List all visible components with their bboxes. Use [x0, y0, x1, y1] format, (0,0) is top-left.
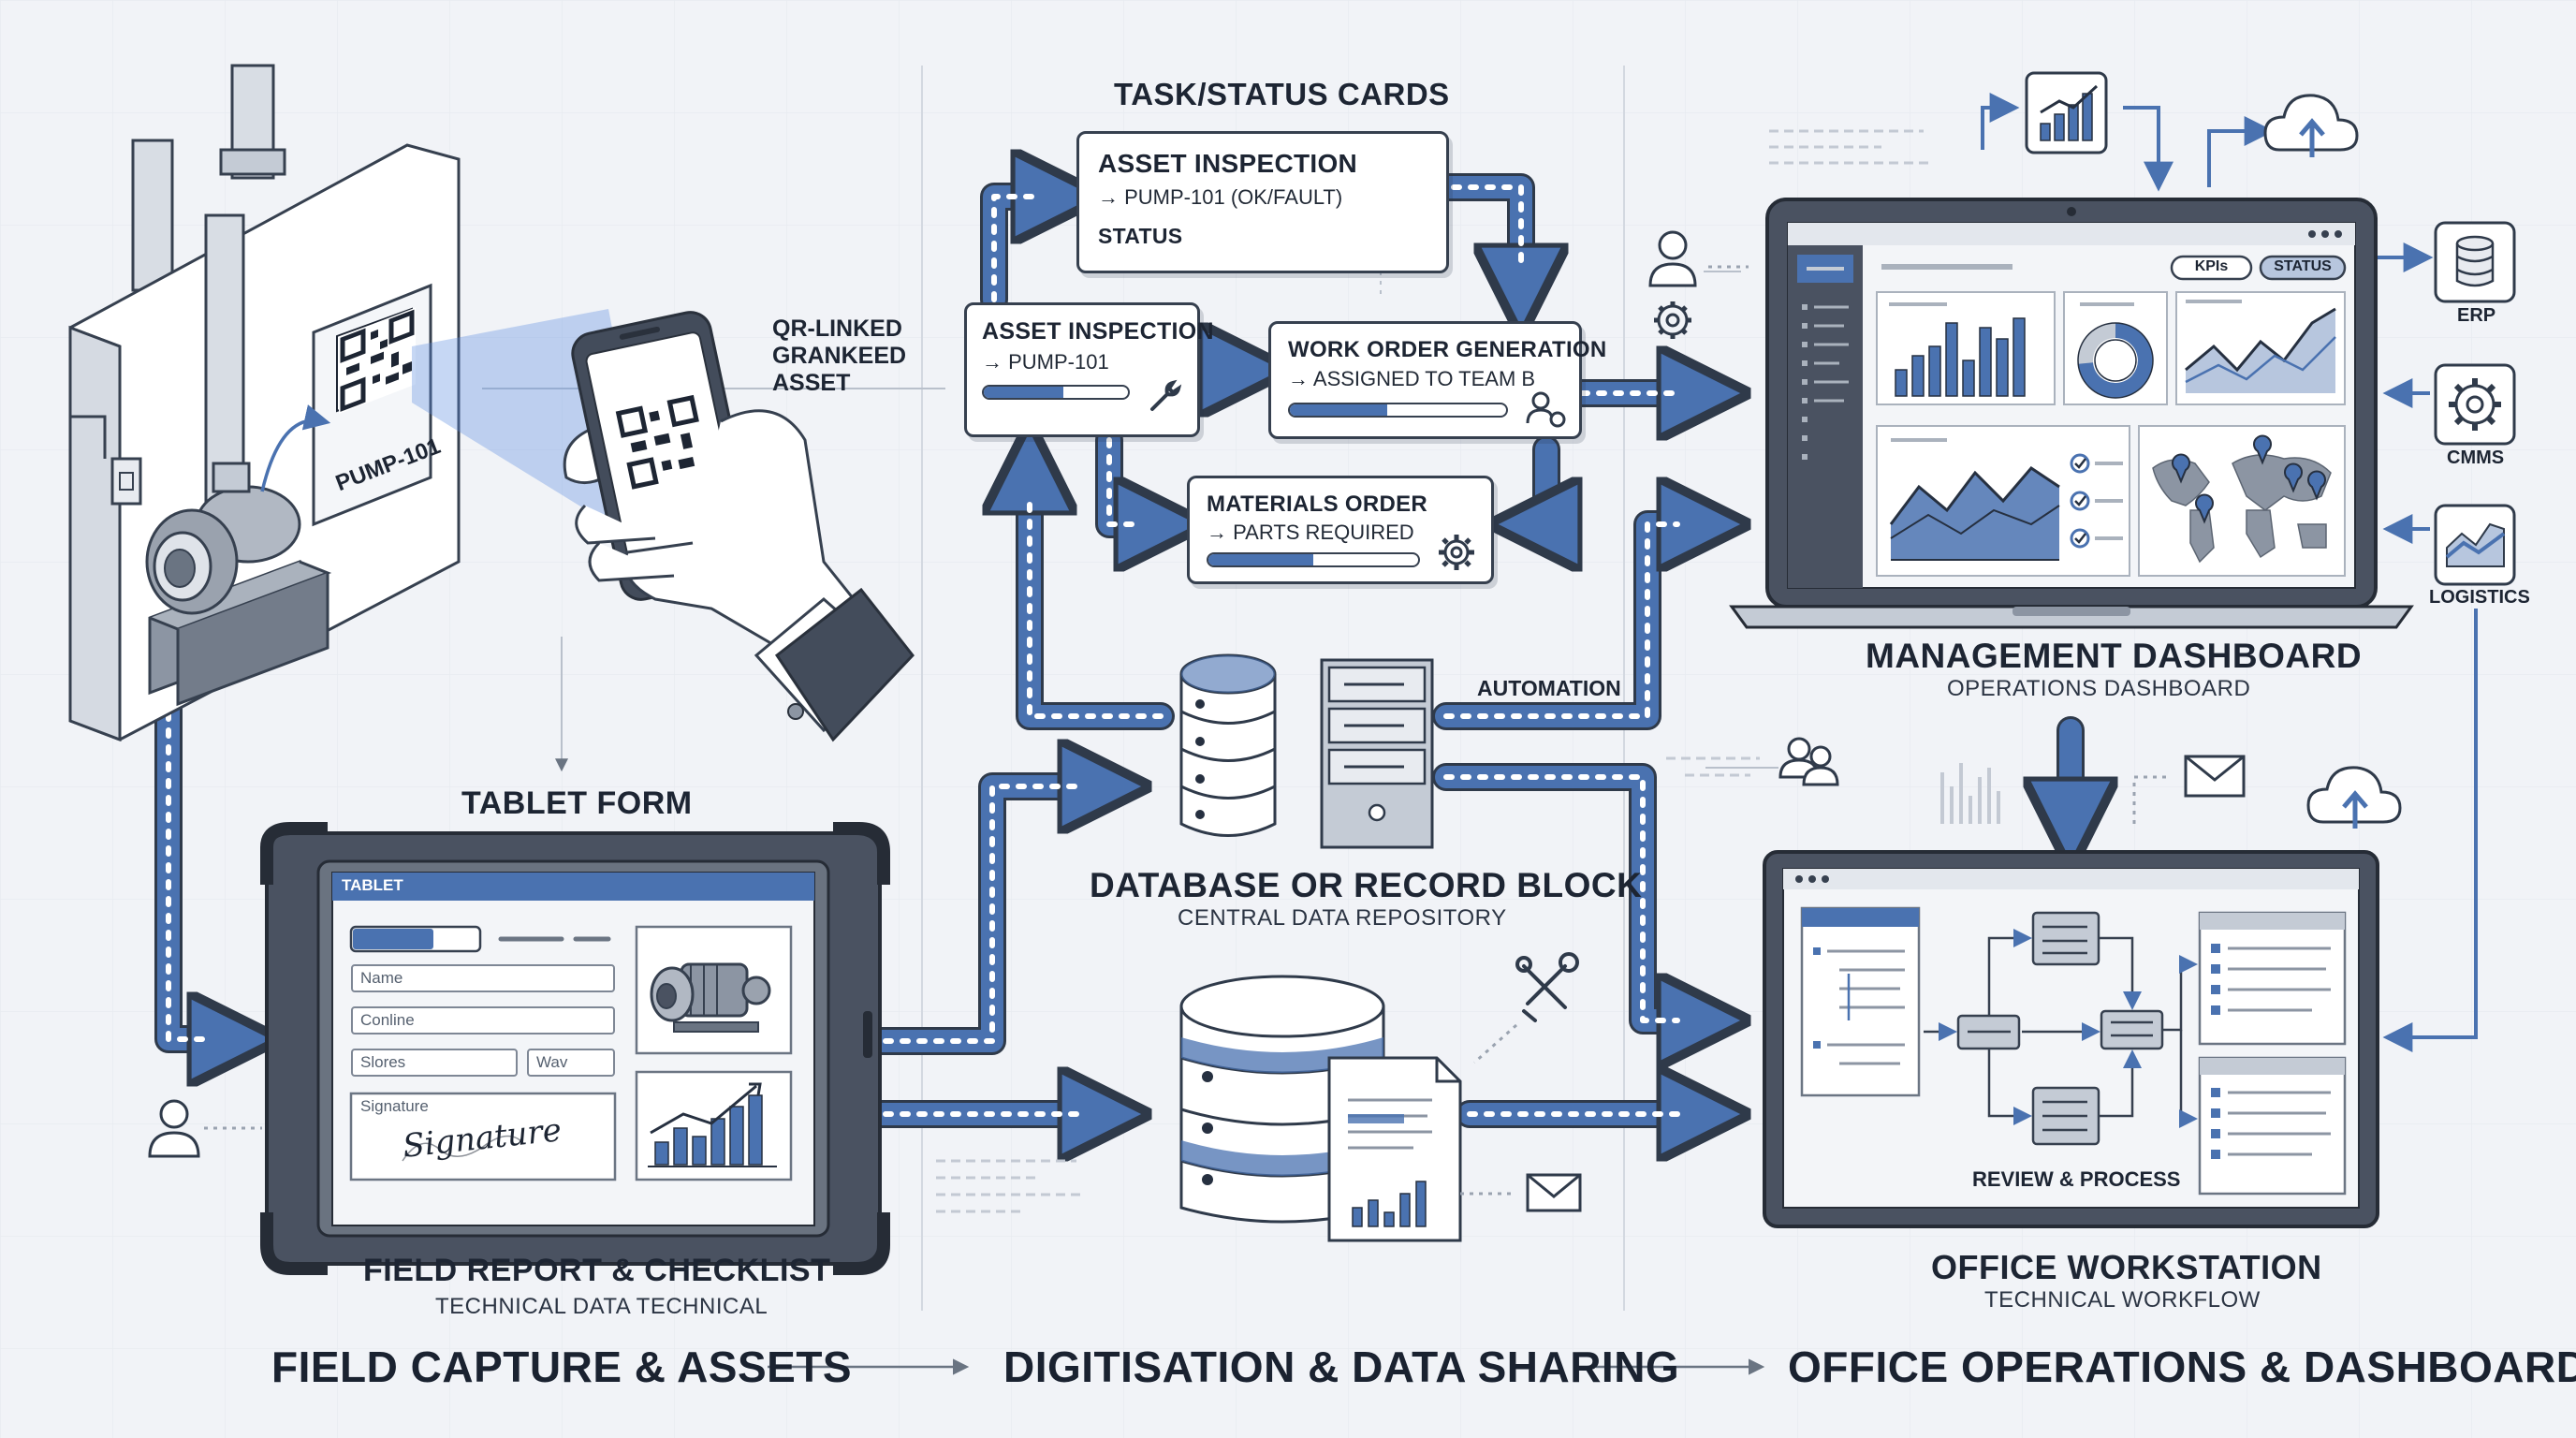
tablet-pump-image-icon — [650, 962, 771, 1033]
dashboard-line-chart-icon — [2185, 300, 2336, 393]
status-badge[interactable]: STATUS — [2274, 258, 2332, 274]
team-users-icon — [1778, 737, 1839, 786]
band-field-capture: FIELD CAPTURE & ASSETS — [271, 1343, 853, 1391]
automation-label: AUTOMATION — [1477, 676, 1621, 700]
materials-order-card[interactable]: MATERIALS ORDER → PARTS REQUIRED — [1187, 476, 1494, 584]
materials-order-subtitle: → PARTS REQUIRED — [1207, 521, 1414, 544]
email-icon-lower — [1526, 1173, 1582, 1212]
status-card[interactable]: ASSET INSPECTION → PUMP-101 (OK/FAULT) S… — [1076, 131, 1449, 273]
database-title: DATABASE OR RECORD BLOCK — [1090, 866, 1643, 904]
inspection-progress-bar — [982, 385, 1130, 400]
kpis-badge[interactable]: KPIs — [2194, 258, 2229, 274]
condition-field[interactable]: Conline — [351, 1006, 615, 1034]
erp-database-icon — [2434, 221, 2516, 303]
dashboard-world-map-icon — [2152, 454, 2332, 564]
field-report-title: FIELD REPORT & CHECKLIST — [363, 1253, 831, 1288]
management-dashboard-title: MANAGEMENT DASHBOARD — [1866, 637, 2363, 675]
dashboard-checklist-icon — [2070, 453, 2123, 549]
assign-user-gear-icon — [1526, 391, 1566, 428]
qr-code-on-phone-icon — [615, 394, 699, 490]
tablet-header-label: TABLET — [342, 876, 403, 894]
phone-scanning-illustration — [563, 311, 915, 742]
band-digitisation: DIGITISATION & DATA SHARING — [1003, 1343, 1680, 1391]
analytics-chart-icon — [2025, 71, 2108, 154]
thin-connectors — [1981, 93, 2478, 1052]
email-icon-top — [2184, 755, 2246, 798]
work-order-subtitle: → ASSIGNED TO TEAM B — [1288, 367, 1536, 390]
management-laptop — [1729, 198, 2414, 629]
cmms-label: CMMS — [2447, 448, 2505, 468]
decorative-bars — [1940, 763, 2000, 824]
status-label: STATUS — [1098, 224, 1183, 248]
asset-wall-illustration — [68, 64, 461, 742]
database-subtitle: CENTRAL DATA REPOSITORY — [1178, 905, 1507, 931]
tools-icon — [1515, 952, 1579, 1022]
cmms-gear-icon — [2434, 363, 2516, 446]
inspection-card-title: ASSET INSPECTION — [982, 318, 1214, 345]
logistics-label: LOGISTICS — [2429, 587, 2530, 608]
erp-label: ERP — [2457, 305, 2496, 326]
signature-field-label: Signature — [360, 1097, 429, 1115]
qr-linked-asset-label: QR-LINKED GRANKEED ASSET — [772, 315, 907, 396]
office-workstation-title: OFFICE WORKSTATION — [1931, 1248, 2322, 1286]
status-card-subtitle: → PUMP-101 (OK/FAULT) — [1098, 185, 1343, 209]
work-order-title: WORK ORDER GENERATION — [1288, 337, 1607, 362]
database-stack-icon — [1179, 653, 1434, 849]
gear-icon — [1439, 535, 1474, 570]
asset-inspection-card[interactable]: ASSET INSPECTION → PUMP-101 — [964, 302, 1214, 437]
name-field[interactable]: Name — [351, 964, 615, 992]
band-office-operations: OFFICE OPERATIONS & DASHBOARD — [1788, 1343, 2576, 1391]
map-pin-icons — [2172, 434, 2326, 524]
tablet-form-title: TABLET FORM — [461, 785, 693, 821]
report-document-icon — [1327, 1056, 1462, 1242]
cloud-upload-icon-office — [2306, 766, 2402, 829]
field-report-subtitle: TECHNICAL DATA TECHNICAL — [435, 1294, 768, 1319]
pump-illustration — [145, 462, 332, 707]
task-cards-title: TASK/STATUS CARDS — [1114, 77, 1450, 111]
status-card-title: ASSET INSPECTION — [1098, 149, 1358, 178]
materials-order-title: MATERIALS ORDER — [1207, 492, 1428, 517]
flow-arrows — [154, 187, 2071, 1114]
user-icon-top — [1648, 230, 1697, 287]
office-workstation-subtitle: TECHNICAL WORKFLOW — [1984, 1287, 2261, 1313]
tablet-chart-icon — [648, 1082, 777, 1167]
office-monitor — [1763, 850, 2379, 1228]
wrench-icon — [1150, 379, 1182, 411]
dashboard-area-chart-icon — [1889, 438, 2060, 561]
work-order-card[interactable]: WORK ORDER GENERATION → ASSIGNED TO TEAM… — [1268, 321, 1606, 439]
gear-icon-top — [1654, 301, 1691, 339]
user-icon-field — [148, 1099, 200, 1158]
cloud-upload-icon-top — [2263, 94, 2359, 157]
qr-code-on-wall-icon — [339, 307, 416, 414]
work-order-progress-bar — [1288, 403, 1508, 418]
dashboard-bar-chart-icon — [1895, 317, 2026, 397]
decorative-text-lines — [936, 129, 1928, 1213]
inspection-card-subtitle: → PUMP-101 — [982, 350, 1109, 374]
management-dashboard-subtitle: OPERATIONS DASHBOARD — [1947, 676, 2251, 701]
logistics-chart-icon — [2434, 504, 2516, 586]
value-field[interactable]: Wav — [527, 1049, 615, 1077]
dashboard-donut-icon — [2077, 302, 2154, 399]
materials-progress-bar — [1207, 552, 1420, 567]
scores-field[interactable]: Slores — [351, 1049, 518, 1077]
review-process-label: REVIEW & PROCESS — [1972, 1167, 2181, 1191]
